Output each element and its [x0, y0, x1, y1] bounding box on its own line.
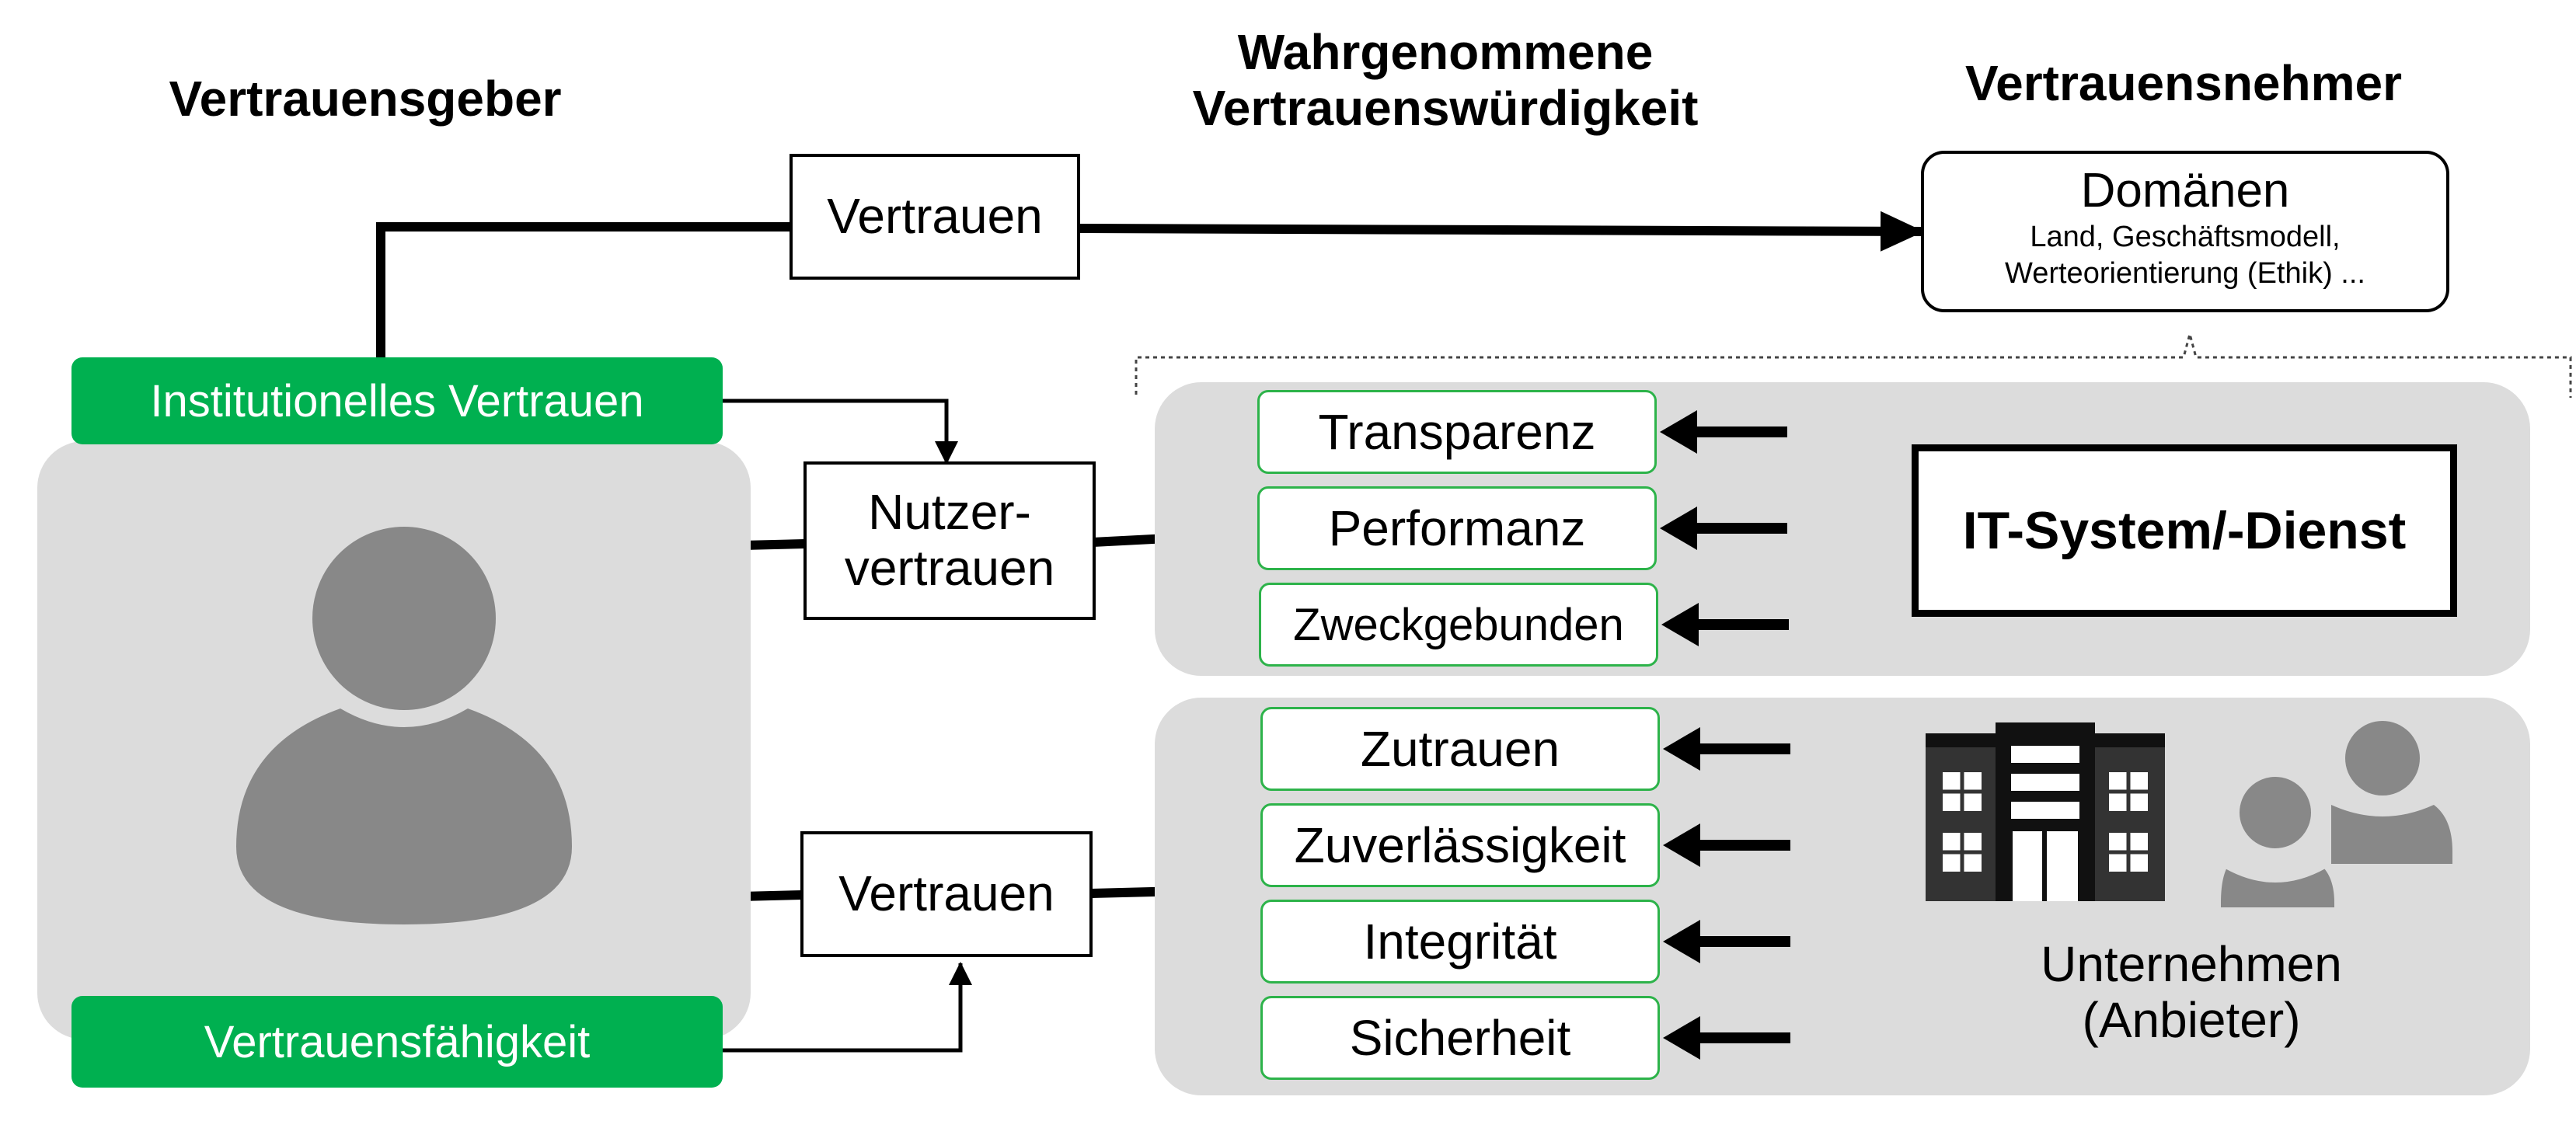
user-trust-box: Nutzer- vertrauen	[803, 461, 1096, 620]
factor-pill-1: Performanz	[1257, 486, 1657, 570]
it-system-box: IT-System/-Dienst	[1912, 444, 2457, 617]
company-label: Unternehmen (Anbieter)	[2041, 936, 2342, 1048]
factor-arrow-0	[1660, 410, 1787, 454]
factor-pill-3: Sicherheit	[1260, 996, 1660, 1080]
heading-trustee: Vertrauensnehmer	[1964, 55, 2403, 111]
heading-trustor: Vertrauensgeber	[169, 71, 562, 127]
factor-pill-2: Zweckgebunden	[1259, 583, 1658, 667]
arrow-institutional-to-user-trust	[723, 399, 958, 465]
domains-box: Domänen Land, Geschäftsmodell, Werteorie…	[1921, 151, 2449, 312]
factor-arrow-2	[1663, 920, 1790, 963]
arrow-trust-to-domains	[1075, 211, 1924, 252]
factor-arrow-0	[1663, 727, 1790, 771]
building-icon	[1926, 722, 2165, 901]
factor-arrow-1	[1663, 823, 1790, 867]
factor-pill-1: Zuverlässigkeit	[1260, 803, 1660, 887]
person-icon	[236, 517, 572, 924]
trust-box-top: Vertrauen	[790, 154, 1080, 280]
factor-arrow-2	[1661, 603, 1789, 646]
people-icon	[2219, 721, 2452, 910]
domains-title: Domänen	[2080, 164, 2290, 218]
factor-pill-0: Transparenz	[1257, 390, 1657, 474]
trust-capability-label: Vertrauensfähigkeit	[71, 996, 723, 1088]
heading-perceived-trustworthiness: Wahrgenommene Vertrauenswürdigkeit	[1192, 24, 1699, 136]
arrow-institutional-to-trust	[376, 222, 793, 357]
factor-pill-2: Integrität	[1260, 900, 1660, 984]
institutional-trust-label: Institutionelles Vertrauen	[71, 357, 723, 444]
factor-arrow-1	[1660, 507, 1787, 550]
factor-arrow-3	[1663, 1016, 1790, 1060]
trust-box-bottom: Vertrauen	[800, 831, 1093, 957]
domain-brace	[1135, 329, 2572, 398]
arrow-capability-to-trust	[723, 962, 972, 1053]
factor-pill-0: Zutrauen	[1260, 707, 1660, 791]
domains-detail: Land, Geschäftsmodell, Werteorientierung…	[2005, 221, 2365, 290]
